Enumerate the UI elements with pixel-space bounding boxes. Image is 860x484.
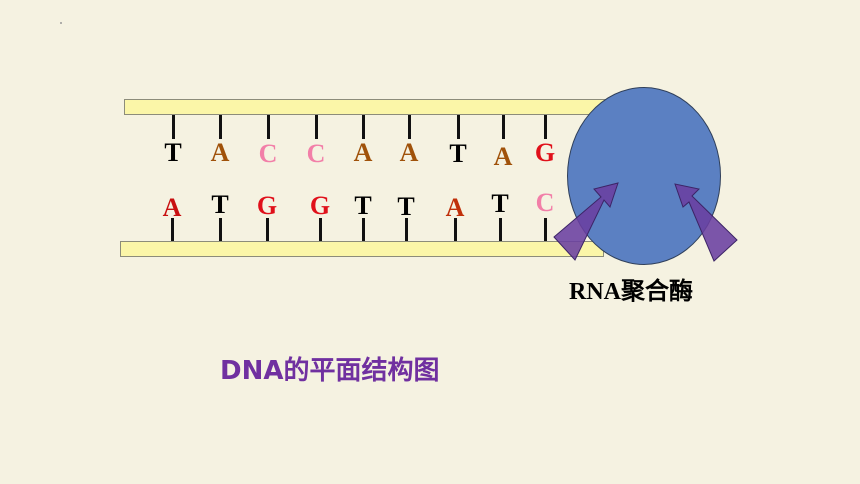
- bottom-base-0: A: [162, 193, 182, 222]
- bottom-base-1: T: [211, 190, 229, 219]
- bottom-tick-2: [266, 218, 269, 241]
- top-base-8: G: [534, 138, 556, 167]
- bottom-base-7: T: [491, 189, 509, 218]
- bottom-base-6: A: [445, 193, 465, 222]
- top-base-7: A: [493, 142, 513, 171]
- bottom-tick-0: [171, 218, 174, 241]
- bottom-tick-3: [319, 218, 322, 241]
- top-base-5: A: [399, 138, 419, 167]
- bottom-base-2: G: [256, 191, 278, 220]
- top-base-0: T: [164, 138, 182, 167]
- bottom-base-5: T: [397, 192, 415, 221]
- bottom-tick-4: [362, 218, 365, 241]
- bottom-base-3: G: [309, 191, 331, 220]
- top-base-6: T: [449, 139, 467, 168]
- bottom-base-4: T: [354, 191, 372, 220]
- bottom-tick-1: [219, 218, 222, 241]
- diagram-caption: DNA的平面结构图: [220, 356, 440, 386]
- top-tick-6: [457, 115, 460, 139]
- left-arrow-icon: [553, 182, 619, 261]
- top-tick-1: [219, 115, 222, 139]
- top-tick-2: [267, 115, 270, 139]
- top-base-1: A: [210, 138, 230, 167]
- right-arrow-icon: [674, 183, 738, 262]
- bottom-tick-6: [454, 218, 457, 241]
- top-tick-0: [172, 115, 175, 139]
- top-tick-4: [362, 115, 365, 139]
- decorative-dot: [60, 22, 62, 24]
- bottom-tick-7: [499, 218, 502, 241]
- top-base-2: C: [258, 139, 278, 168]
- top-tick-5: [408, 115, 411, 139]
- bottom-tick-8: [544, 218, 547, 241]
- enzyme-label: RNA聚合酶: [569, 279, 693, 305]
- bottom-base-8: C: [535, 188, 555, 217]
- top-tick-8: [544, 115, 547, 139]
- top-base-4: A: [353, 138, 373, 167]
- top-tick-7: [502, 115, 505, 139]
- bottom-tick-5: [405, 218, 408, 241]
- rna-polymerase-circle: [567, 87, 721, 265]
- top-base-3: C: [306, 139, 326, 168]
- top-tick-3: [315, 115, 318, 139]
